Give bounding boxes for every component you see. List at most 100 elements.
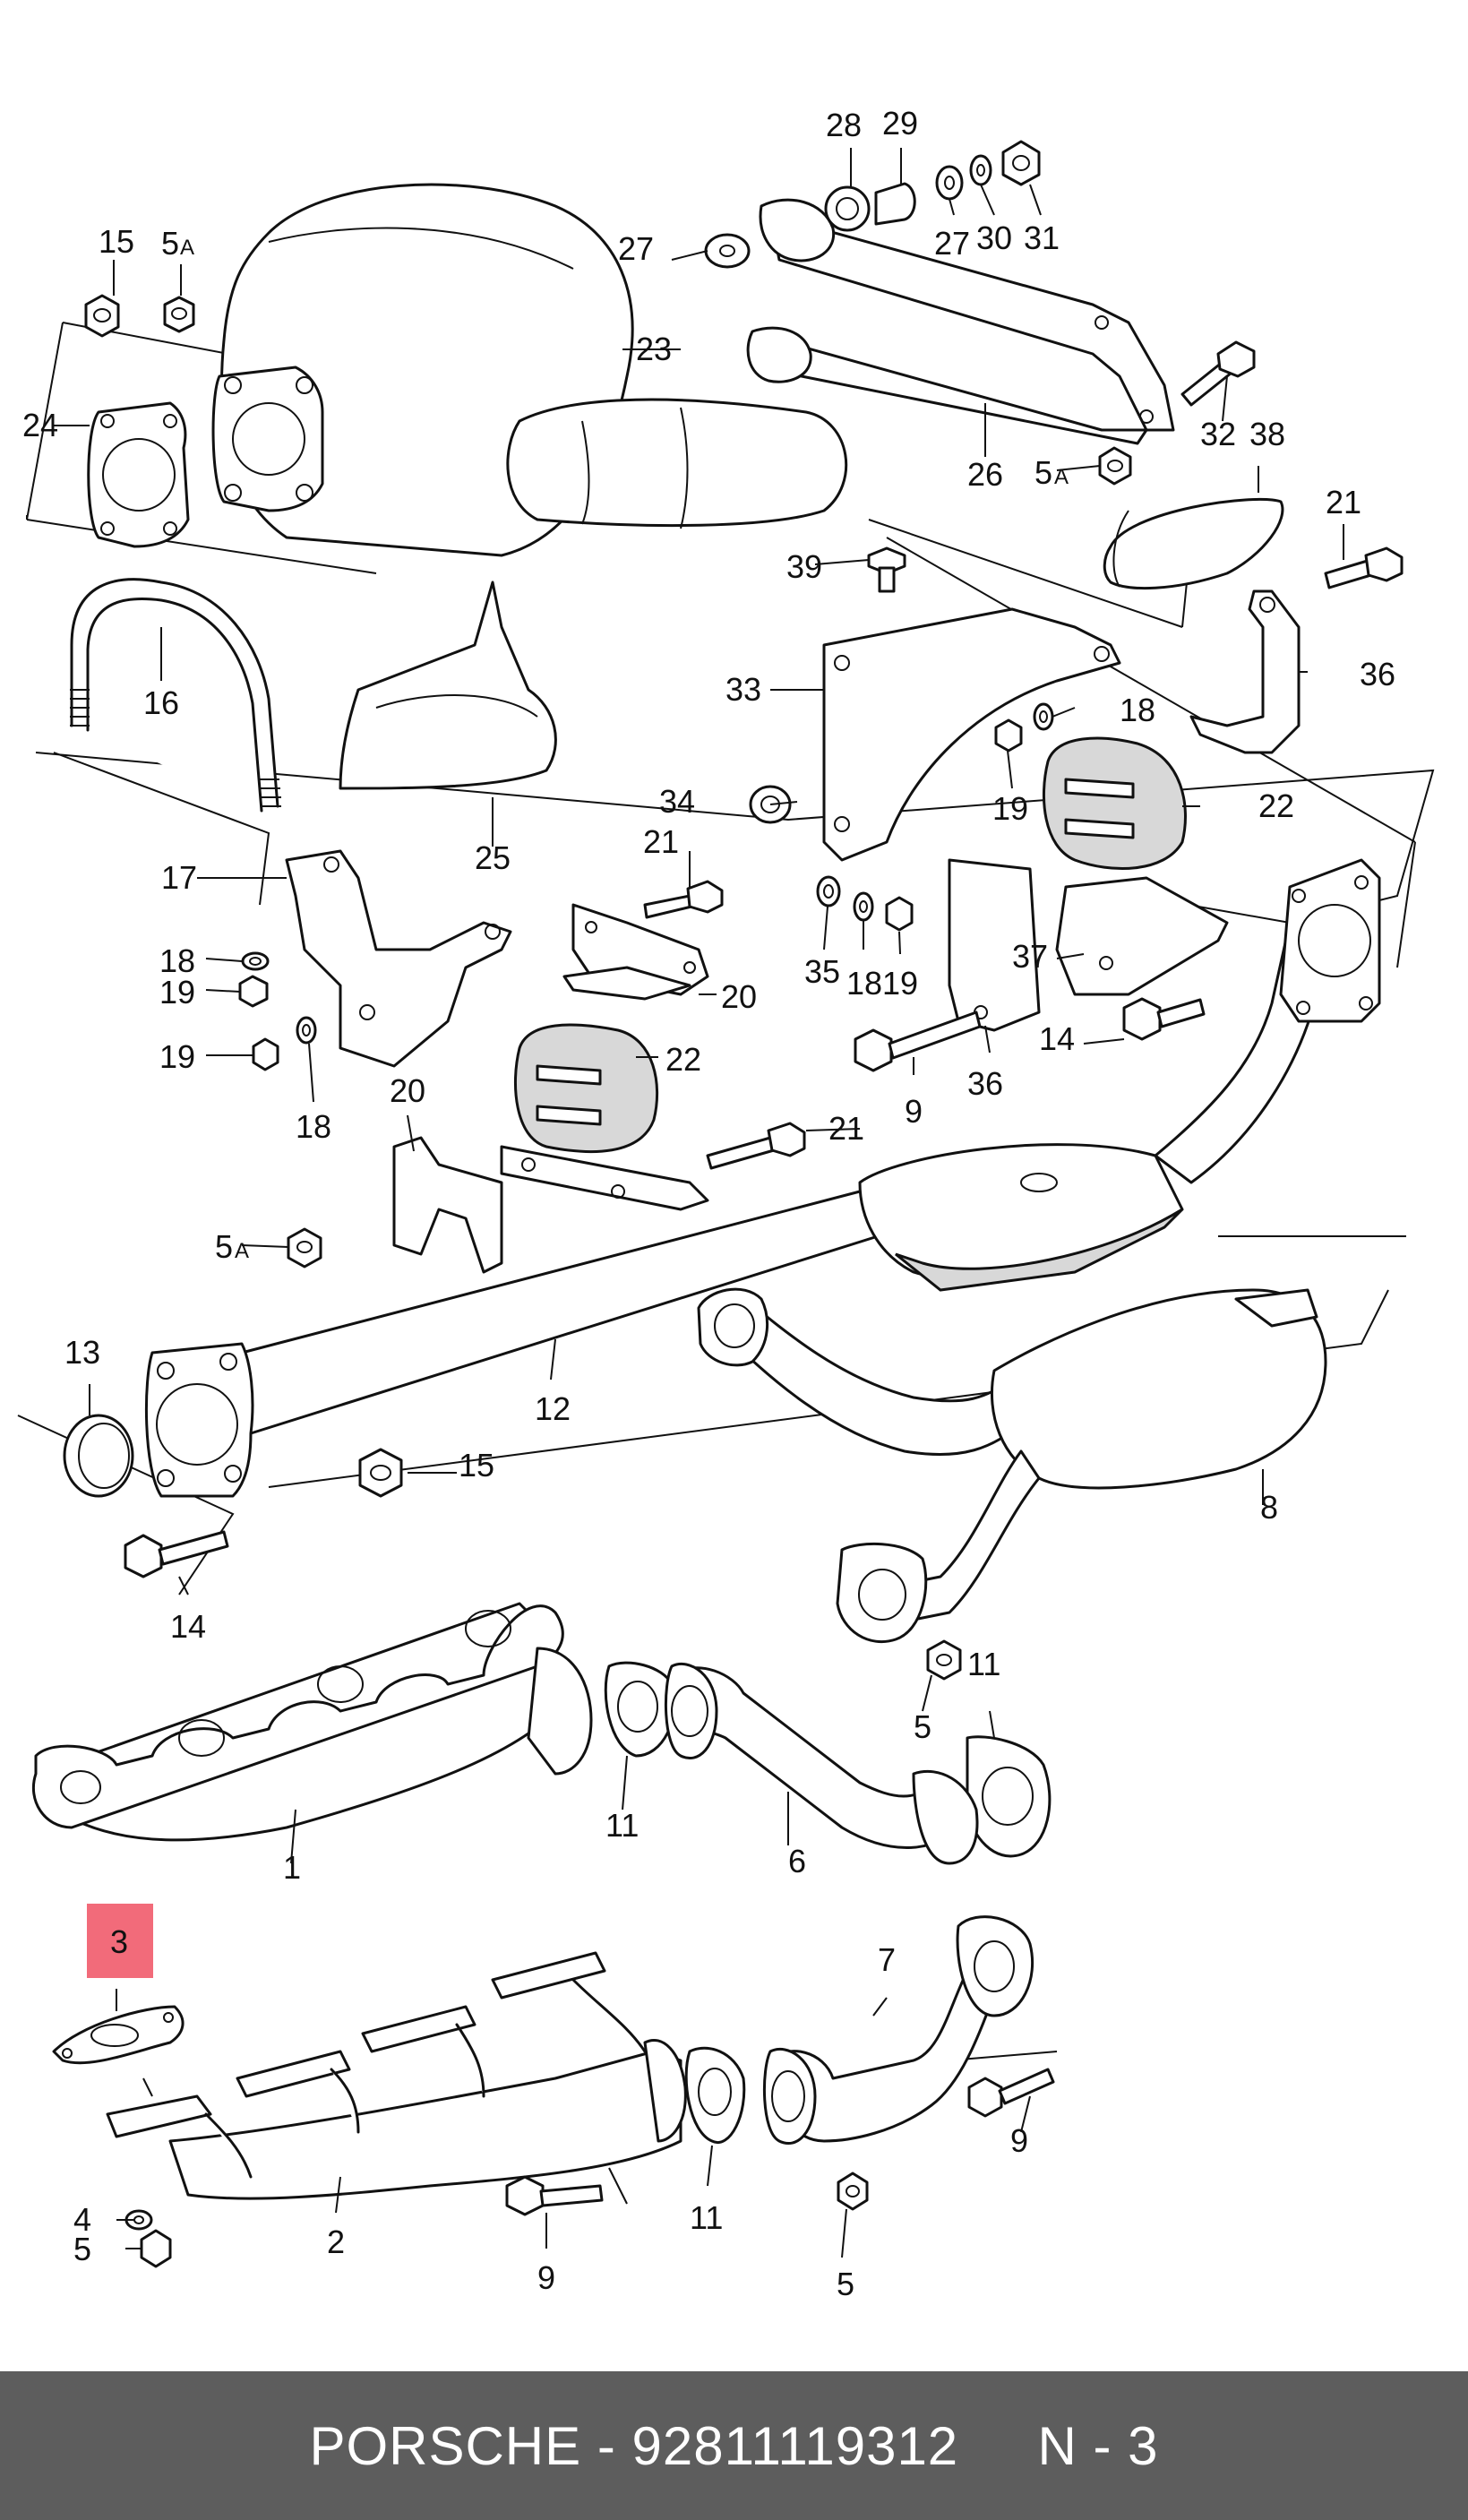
label-29: 29 bbox=[882, 105, 918, 142]
label-8: 8 bbox=[1260, 1489, 1278, 1526]
diagram-canvas: 15 5 A 24 23 16 25 17 18 19 19 18 20 5 A… bbox=[17, 105, 1435, 2302]
label-16: 16 bbox=[143, 684, 179, 721]
part-14-bolt-right bbox=[1122, 997, 1206, 1041]
part-17-bracket bbox=[285, 849, 512, 1068]
label-38: 38 bbox=[1249, 416, 1285, 452]
label-14-right: 14 bbox=[1039, 1020, 1075, 1057]
label-11-bottom: 11 bbox=[690, 2199, 723, 2236]
label-6: 6 bbox=[788, 1843, 806, 1879]
part-23-rear-muffler bbox=[211, 183, 848, 557]
exploded-parts-diagram: 15 5 A 24 23 16 25 17 18 19 19 18 20 5 A… bbox=[17, 105, 1435, 2302]
label-5A-top-left: 5 bbox=[161, 225, 179, 262]
nut-5A-middle bbox=[287, 1227, 322, 1269]
part-2-exhaust-manifold bbox=[106, 1951, 687, 2200]
part-22-rubber-mount-right bbox=[1043, 736, 1187, 870]
label-18-right: 18 bbox=[1120, 692, 1155, 728]
leader-lines bbox=[54, 148, 1344, 2258]
part-26-tail-pipe bbox=[746, 198, 1175, 445]
part-36-bracket-upper bbox=[1189, 589, 1301, 754]
label-27-right: 27 bbox=[934, 225, 970, 262]
label-25: 25 bbox=[475, 839, 511, 876]
label-33: 33 bbox=[725, 671, 761, 708]
label-30: 30 bbox=[976, 219, 1012, 256]
label-20-lower: 20 bbox=[390, 1072, 425, 1109]
label-19-right-lower: 19 bbox=[882, 965, 918, 1002]
label-15-middle: 15 bbox=[459, 1447, 494, 1484]
label-36-upper: 36 bbox=[1360, 656, 1395, 692]
part-20-hanger-lower bbox=[392, 1136, 709, 1274]
label-24: 24 bbox=[22, 407, 58, 443]
label-7: 7 bbox=[878, 1941, 896, 1978]
part-24-muffler-gasket bbox=[87, 401, 190, 548]
fasteners-bottom bbox=[124, 2068, 1055, 2268]
label-15-top: 15 bbox=[99, 223, 134, 260]
fasteners-18-19-right bbox=[816, 702, 1054, 932]
label-35: 35 bbox=[804, 953, 840, 990]
part-7-connecting-pipe bbox=[763, 1915, 1034, 2145]
part-16-u-bolt bbox=[70, 578, 281, 813]
part-21-bolt-upper bbox=[643, 880, 724, 919]
part-37-heat-plate bbox=[1055, 876, 1229, 996]
nuts-top-left bbox=[84, 294, 195, 338]
label-19-left-upper: 19 bbox=[159, 974, 195, 1011]
label-4: 4 bbox=[73, 2201, 91, 2238]
label-17: 17 bbox=[161, 859, 197, 896]
part-8-front-muffler-pipe bbox=[697, 1287, 1327, 1644]
label-11-left: 11 bbox=[605, 1807, 639, 1844]
label-11-right: 11 bbox=[967, 1646, 1000, 1682]
label-18-right-lower: 18 bbox=[846, 965, 882, 1002]
label-13: 13 bbox=[64, 1334, 100, 1371]
part-32-bolt bbox=[1180, 340, 1256, 407]
label-19-left-lower: 19 bbox=[159, 1038, 195, 1075]
label-19-right-upper: 19 bbox=[992, 790, 1028, 827]
part-36-bracket-lower bbox=[948, 858, 1041, 1032]
label-26: 26 bbox=[967, 456, 1003, 493]
label-5-right: 5 bbox=[914, 1708, 931, 1745]
nut-5-right bbox=[926, 1639, 962, 1681]
part-3-gasket-highlighted bbox=[52, 2005, 185, 2065]
label-3: 3 bbox=[110, 1923, 128, 1960]
label-5A-top-left-suffix: A bbox=[180, 236, 194, 260]
label-22-right: 22 bbox=[1258, 787, 1294, 824]
label-18-left-lower: 18 bbox=[296, 1108, 331, 1145]
label-32: 32 bbox=[1200, 416, 1236, 452]
part-number-caption: PORSCHE - 92811119312 N - 3 bbox=[309, 2415, 1159, 2476]
label-2: 2 bbox=[327, 2223, 345, 2260]
label-37: 37 bbox=[1012, 938, 1048, 975]
part-14-bolt-left bbox=[124, 1530, 229, 1578]
part-33-bracket bbox=[822, 607, 1121, 862]
label-9-right-lower: 9 bbox=[1010, 2122, 1028, 2159]
part-9-bolt-right-upper bbox=[854, 1011, 982, 1072]
label-23: 23 bbox=[636, 331, 672, 367]
part-21-bolt-middle bbox=[706, 1122, 806, 1170]
label-21-middle: 21 bbox=[828, 1110, 864, 1147]
label-5A-right: 5 bbox=[1034, 454, 1052, 491]
label-21-top-right: 21 bbox=[1326, 484, 1361, 520]
label-12: 12 bbox=[535, 1390, 571, 1427]
part-1-exhaust-manifold bbox=[31, 1602, 593, 1842]
label-22-left: 22 bbox=[665, 1041, 701, 1078]
part-labels: 15 5 A 24 23 16 25 17 18 19 19 18 20 5 A… bbox=[22, 105, 1395, 2302]
label-1: 1 bbox=[283, 1849, 301, 1886]
label-34: 34 bbox=[659, 783, 695, 820]
parts-27-31-hardware bbox=[704, 140, 1041, 269]
part-39-screw bbox=[867, 546, 906, 593]
label-18-left-upper: 18 bbox=[159, 942, 195, 979]
part-21-bolt-top-right bbox=[1324, 546, 1404, 589]
part-15-nut-middle bbox=[358, 1448, 403, 1498]
label-27-left: 27 bbox=[618, 230, 654, 267]
label-28: 28 bbox=[826, 107, 862, 143]
part-11-gasket-right bbox=[966, 1735, 1052, 1858]
label-39: 39 bbox=[786, 548, 822, 585]
part-11-gasket-left bbox=[604, 1661, 676, 1758]
label-36-lower: 36 bbox=[967, 1065, 1003, 1102]
highlight-box bbox=[87, 1904, 153, 1978]
label-31: 31 bbox=[1024, 219, 1060, 256]
part-38-tail-tip bbox=[1103, 498, 1284, 590]
part-20-bracket-upper bbox=[562, 903, 709, 1001]
part-11-gasket-bottom bbox=[684, 2046, 746, 2145]
part-22-rubber-mount-left bbox=[514, 1023, 659, 1154]
part-13-seal-ring bbox=[63, 1414, 134, 1498]
label-14-left: 14 bbox=[170, 1608, 206, 1645]
label-5A-right-suffix: A bbox=[1054, 465, 1069, 489]
